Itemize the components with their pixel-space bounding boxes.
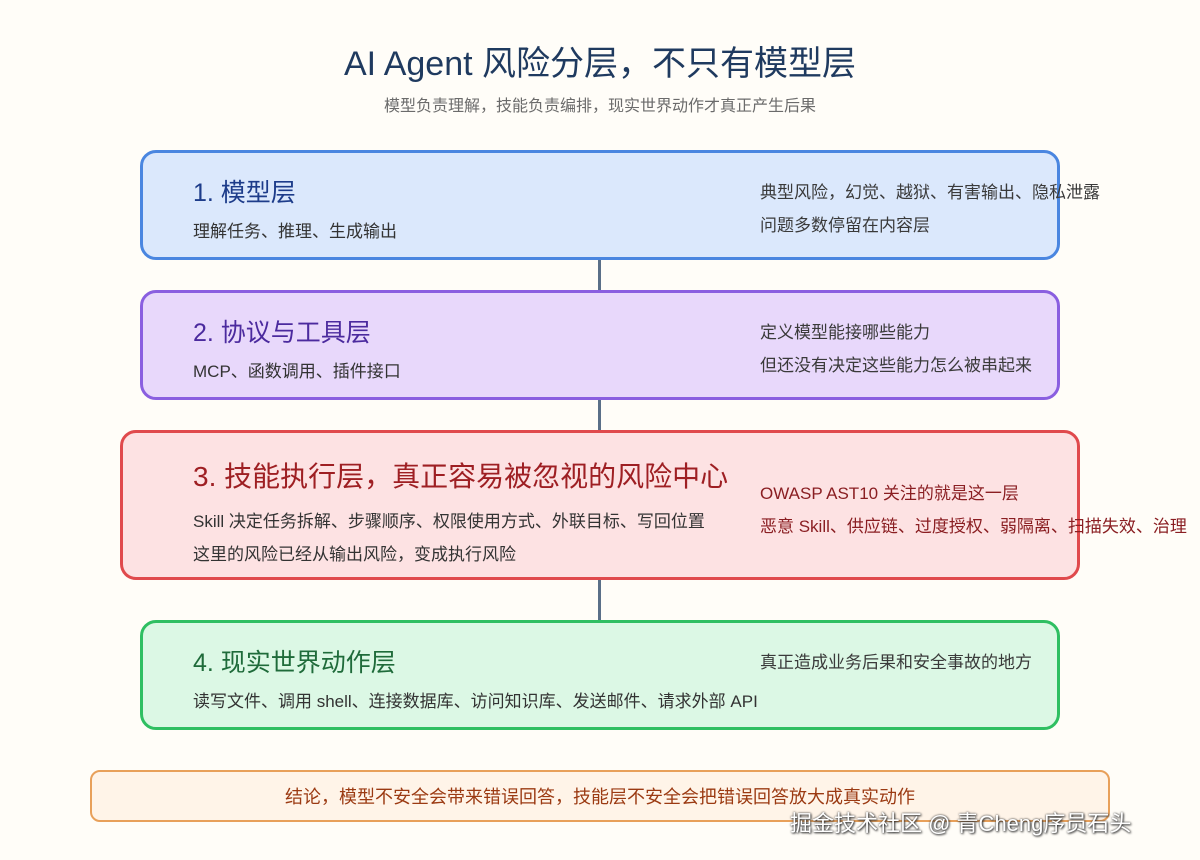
- connector-line-2-3: [598, 400, 601, 430]
- connector-line-1-2: [598, 260, 601, 290]
- layer-skill-note-1: OWASP AST10 关注的就是这一层: [760, 484, 1019, 503]
- layer-skill-note-2: 恶意 Skill、供应链、过度授权、弱隔离、扫描失效、治理: [760, 517, 1187, 536]
- layer-title: 2. 协议与工具层: [193, 319, 371, 347]
- layer-title: 3. 技能执行层，真正容易被忽视的风险中心: [193, 461, 729, 492]
- watermark: 掘金技术社区 @ 青Cheng序员石头: [790, 811, 1132, 836]
- page-subtitle: 模型负责理解，技能负责编排，现实世界动作才真正产生后果: [383, 98, 816, 115]
- page-title: AI Agent 风险分层，不只有模型层: [344, 45, 856, 83]
- layer-model: 1. 模型层 理解任务、推理、生成输出: [140, 150, 1060, 260]
- layer-real-world-action: 4. 现实世界动作层 读写文件、调用 shell、连接数据库、访问知识库、发送邮…: [140, 620, 1060, 730]
- layer-description: 读写文件、调用 shell、连接数据库、访问知识库、发送邮件、请求外部 API: [193, 692, 758, 711]
- layer-description: 理解任务、推理、生成输出: [193, 222, 397, 241]
- layer-description-2: 这里的风险已经从输出风险，变成执行风险: [193, 545, 516, 564]
- layer-protocol-note-2: 但还没有决定这些能力怎么被串起来: [760, 356, 1032, 375]
- layer-model-note-1: 典型风险，幻觉、越狱、有害输出、隐私泄露: [760, 183, 1100, 202]
- layer-title: 4. 现实世界动作层: [193, 649, 396, 677]
- layer-description-1: Skill 决定任务拆解、步骤顺序、权限使用方式、外联目标、写回位置: [193, 512, 705, 531]
- conclusion-box: 结论，模型不安全会带来错误回答，技能层不安全会把错误回答放大成真实动作: [90, 770, 1110, 822]
- layer-description: MCP、函数调用、插件接口: [193, 362, 401, 381]
- layer-action-note-1: 真正造成业务后果和安全事故的地方: [760, 653, 1032, 672]
- layer-model-note-2: 问题多数停留在内容层: [760, 216, 930, 235]
- connector-line-3-4: [598, 580, 601, 620]
- layer-title: 1. 模型层: [193, 179, 296, 207]
- layer-protocol-note-1: 定义模型能接哪些能力: [760, 323, 930, 342]
- layer-protocol-tools: 2. 协议与工具层 MCP、函数调用、插件接口: [140, 290, 1060, 400]
- conclusion-text: 结论，模型不安全会带来错误回答，技能层不安全会把错误回答放大成真实动作: [285, 787, 915, 807]
- layer-skill-execution: 3. 技能执行层，真正容易被忽视的风险中心 Skill 决定任务拆解、步骤顺序、…: [120, 430, 1080, 580]
